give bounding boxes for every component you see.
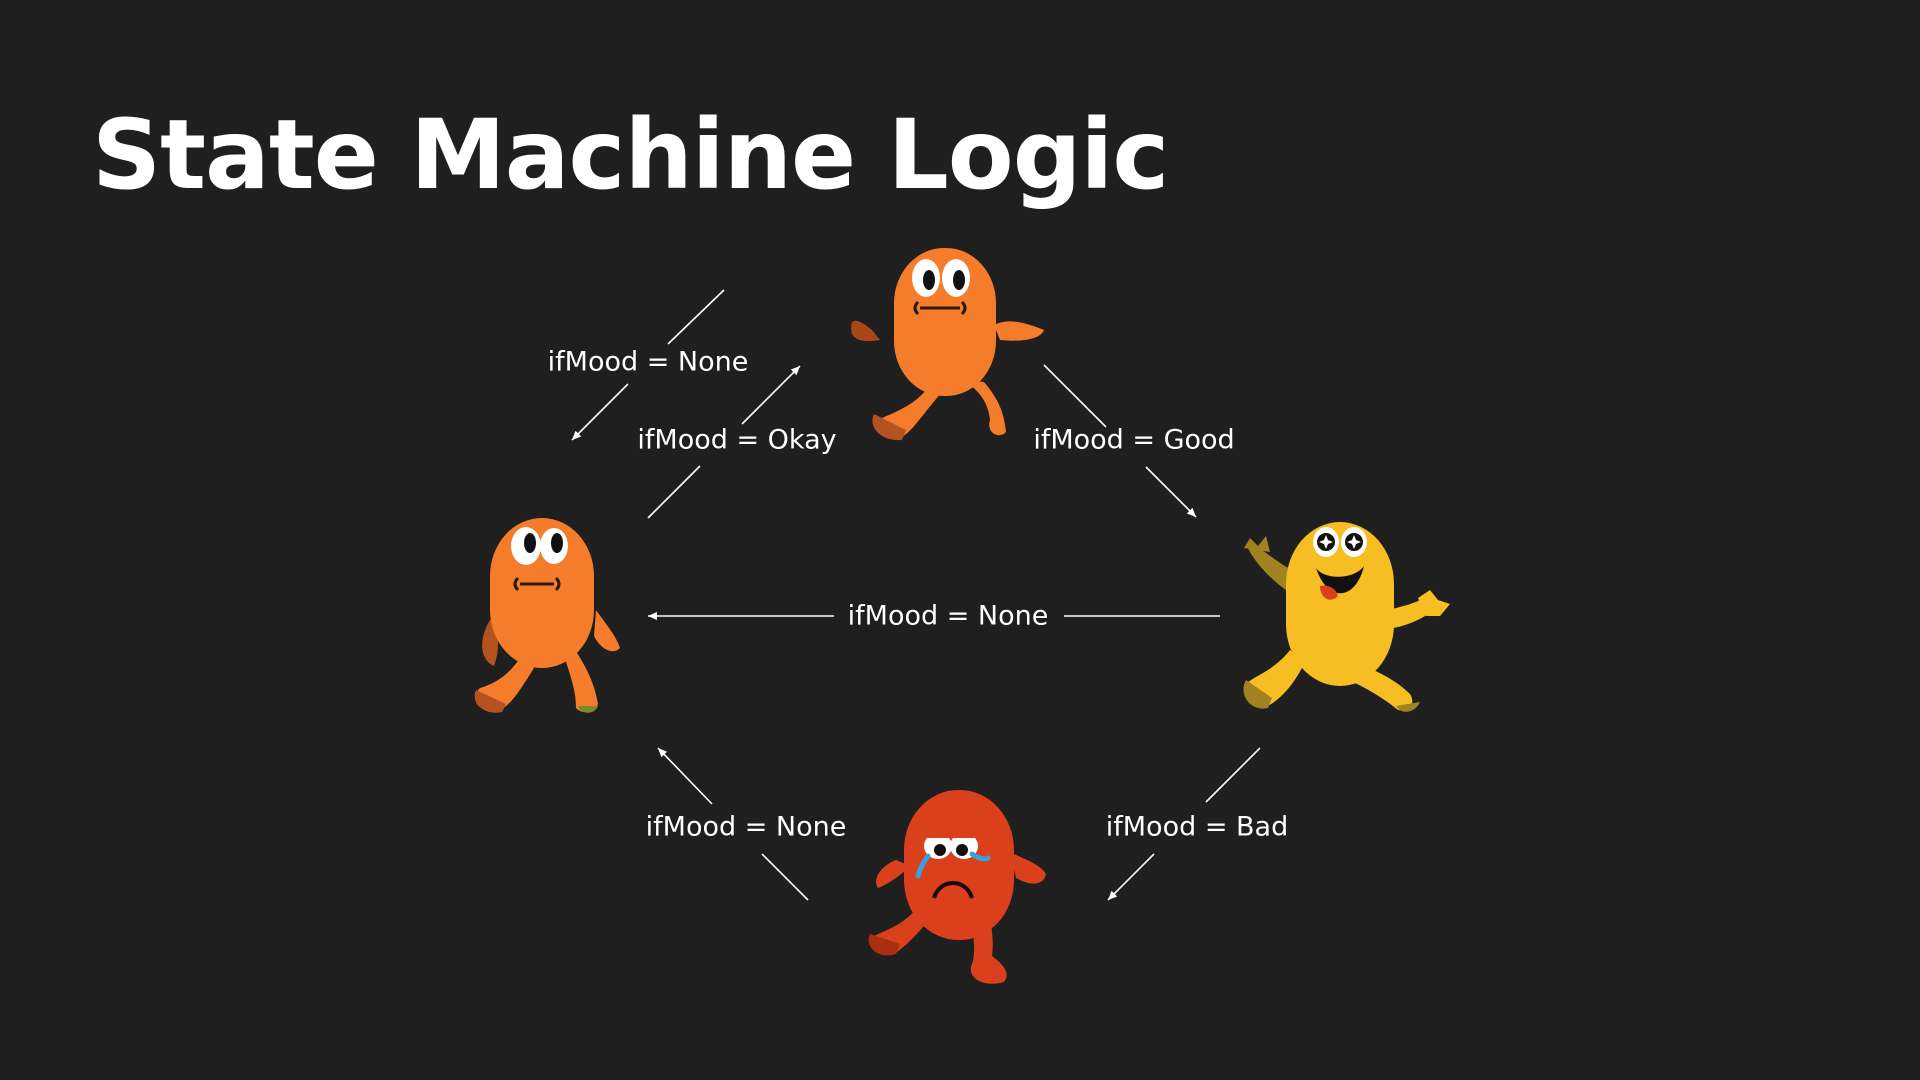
transition-line-good-a [1043,364,1107,428]
transition-arrow-top-none [571,383,629,441]
slide-title: State Machine Logic [92,99,1169,211]
transition-label-bad: ifMood = Bad [1105,811,1289,843]
transition-label-middle-none: ifMood = None [847,600,1049,632]
transition-label-okay: ifMood = Okay [637,424,837,456]
transition-label-good: ifMood = Good [1033,424,1235,456]
transition-arrow-good [1145,466,1197,518]
character-neutral-top [851,248,1044,441]
transition-line-top-none-a [667,289,725,345]
character-happy [1243,522,1450,712]
transition-line-okay-a [647,465,701,519]
transition-arrow-okay [741,365,801,425]
transition-line-bad-a [1205,747,1261,803]
character-neutral-left [474,518,620,713]
transition-arrow-bottom-none [657,747,713,805]
character-sad [868,790,1046,984]
transition-arrow-bad [1107,853,1155,901]
transition-line-bottom-none-a [761,853,809,901]
transition-label-bottom-none: ifMood = None [645,811,847,843]
transition-label-top-none: ifMood = None [547,346,749,378]
